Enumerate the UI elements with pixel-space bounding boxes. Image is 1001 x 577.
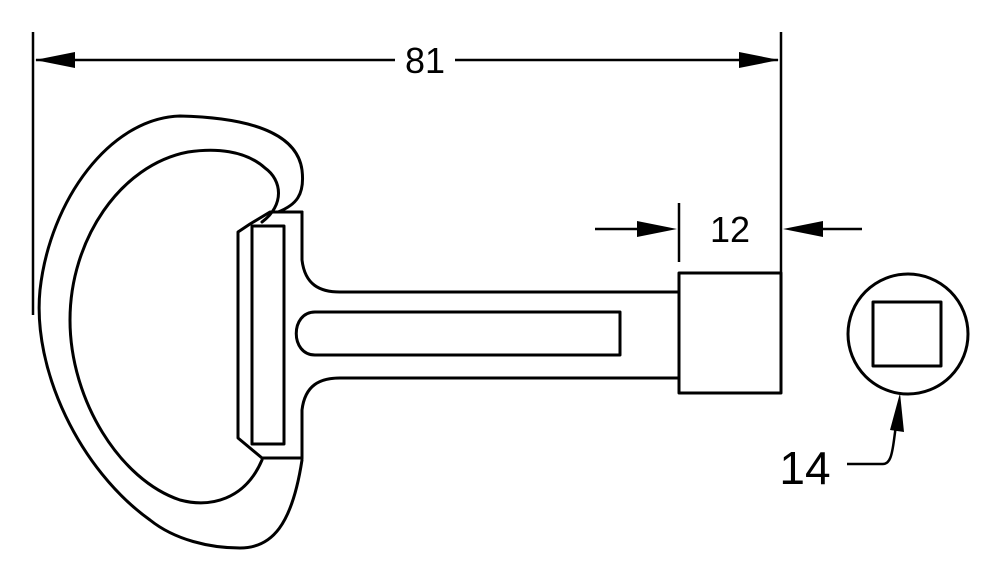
square-size-label: 14 xyxy=(779,442,830,494)
key-slot xyxy=(294,310,622,357)
bit-length-label: 12 xyxy=(710,209,750,250)
leader-line-square xyxy=(847,409,900,466)
key-bit xyxy=(677,271,783,395)
overall-length-dimension: 81 xyxy=(31,32,783,315)
key-collar-outer xyxy=(236,210,304,460)
arrowhead-right xyxy=(739,52,779,68)
end-view-circle xyxy=(846,272,970,396)
arrowhead-left xyxy=(35,52,75,68)
key-outline xyxy=(37,114,783,550)
key-bow-inner xyxy=(68,148,280,505)
arrowhead-bit-left xyxy=(637,221,677,237)
key-bow-outer xyxy=(37,114,305,550)
leader-arrowhead xyxy=(890,393,904,432)
end-view: 14 xyxy=(779,272,970,494)
bit-length-dimension: 12 xyxy=(595,203,862,262)
key-shank xyxy=(300,210,681,460)
arrowhead-bit-right xyxy=(783,221,823,237)
overall-length-label: 81 xyxy=(405,40,445,81)
end-view-square xyxy=(871,300,943,368)
key-collar-inner xyxy=(250,224,286,446)
